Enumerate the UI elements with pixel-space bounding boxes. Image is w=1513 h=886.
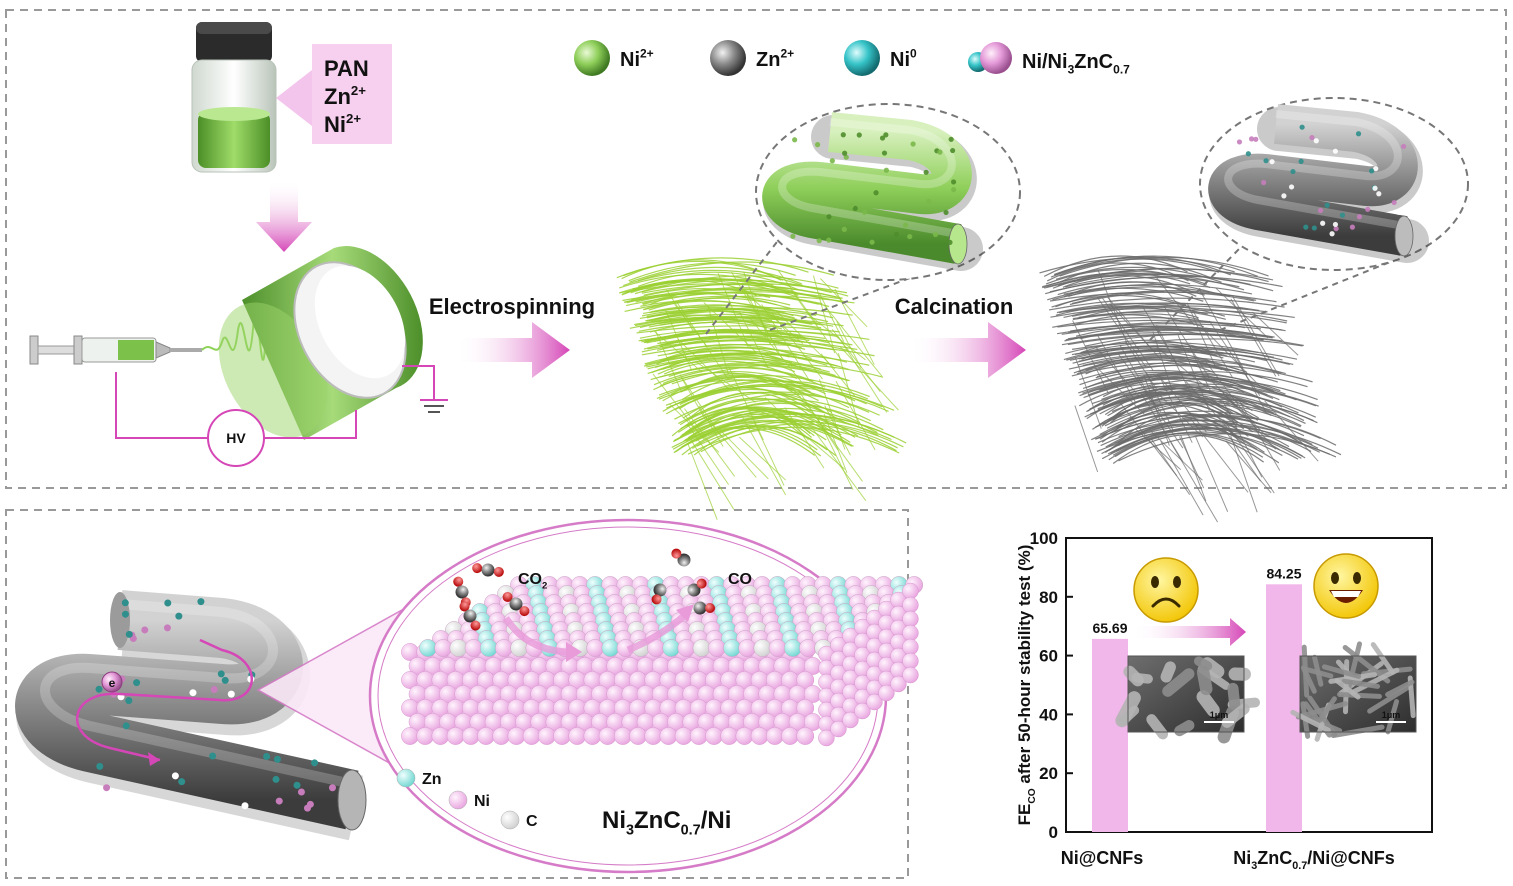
co2-molecule: [459, 601, 481, 631]
plot-frame: [1065, 537, 1433, 833]
hv-source: [207, 409, 265, 467]
atom-legend-ball: [396, 768, 416, 788]
legend-ball: [710, 40, 746, 76]
y-axis-label: FECO after 50-hour stability test (%): [1015, 545, 1038, 826]
collector-drum: [218, 246, 423, 440]
atom-legend-label: C: [526, 813, 538, 830]
y-tick-label: 20: [1039, 764, 1058, 783]
legend-ball: [844, 40, 880, 76]
down-arrow: [256, 180, 312, 252]
category-label: Ni3ZnC0.7/Ni@CNFs: [1233, 848, 1395, 872]
sem-inset: 1μm: [1290, 641, 1417, 742]
precursor-line: Ni2+: [324, 111, 361, 137]
product-label: CO: [728, 571, 752, 588]
bar: [1266, 584, 1302, 832]
electron-label: e: [109, 676, 116, 690]
y-tick-label: 60: [1039, 647, 1058, 666]
precursor-jar: [191, 22, 277, 173]
atom-legend-label: Zn: [422, 771, 442, 788]
co-molecule: [671, 548, 691, 567]
circuit-wires: [115, 365, 448, 439]
co-molecule: [651, 583, 667, 605]
bottom-left-panel: [5, 509, 909, 879]
desorb-arrow: [626, 613, 687, 654]
gray-fiber-zoom: [1208, 104, 1429, 263]
y-tick-label: 80: [1039, 588, 1058, 607]
electrospinning-label: Electrospinning: [429, 294, 595, 319]
gray-fiber-mat: [1039, 255, 1342, 523]
legend-label: Ni0: [890, 47, 917, 71]
sem-scale-label: 1μm: [1382, 710, 1401, 720]
co2-reduction: CO2 CO: [453, 548, 752, 662]
legend-ball-pink: [980, 42, 1012, 74]
category-label: Ni@CNFs: [1061, 848, 1144, 868]
legend-label: Zn2+: [756, 47, 794, 71]
y-tick-label: 40: [1039, 705, 1058, 724]
legend-ball: [574, 40, 610, 76]
happy-face-icon: [1313, 553, 1379, 619]
reactant-label: CO2: [518, 571, 547, 591]
ion-legend: Ni2+ Zn2+ Ni0 Ni/Ni3ZnC0.7: [574, 40, 1130, 77]
crystal-title-text: Ni3ZnC0.7/Ni: [602, 807, 731, 839]
y-tick-label: 0: [1049, 823, 1058, 842]
precursor-box: [276, 44, 392, 144]
legend-label: Ni2+: [620, 47, 654, 71]
calcined-fiber: e: [15, 590, 367, 841]
bar-value-label: 84.25: [1266, 565, 1301, 581]
co-molecule: [693, 601, 715, 615]
bar-value-label: 65.69: [1092, 620, 1127, 636]
crystal-title: Ni3ZnC0.7/Ni: [602, 807, 731, 839]
co2-molecule: [502, 591, 530, 617]
co2-molecule: [472, 563, 504, 577]
sem-inset: 1μm: [1115, 655, 1261, 744]
precursor-line: PAN: [324, 56, 369, 81]
improvement-arrow: [1132, 618, 1246, 646]
calcination-label: Calcination: [895, 294, 1014, 319]
calcination-arrow: [910, 322, 1026, 378]
hv-label: HV: [226, 430, 246, 446]
sem-scale-label: 1μm: [1210, 710, 1229, 720]
atom-legend-ball: [500, 810, 520, 830]
precursor-line: Zn2+: [324, 83, 366, 109]
green-fiber-zoom: [762, 112, 983, 271]
y-tick-label: 100: [1030, 529, 1058, 548]
bar: [1092, 638, 1128, 832]
sad-face-icon: [1133, 557, 1199, 623]
adsorb-arrow: [503, 616, 567, 656]
co-molecule: [687, 578, 707, 597]
electrospinning-arrow: [456, 322, 570, 378]
legend-label: Ni/Ni3ZnC0.7: [1022, 51, 1130, 77]
atom-legend-ball: [448, 790, 468, 810]
syringe: [29, 335, 202, 365]
green-fiber-mat: [616, 257, 907, 520]
top-panel: [5, 9, 1507, 489]
electron-ball: [101, 671, 123, 693]
atom-legend-label: Ni: [474, 793, 490, 810]
